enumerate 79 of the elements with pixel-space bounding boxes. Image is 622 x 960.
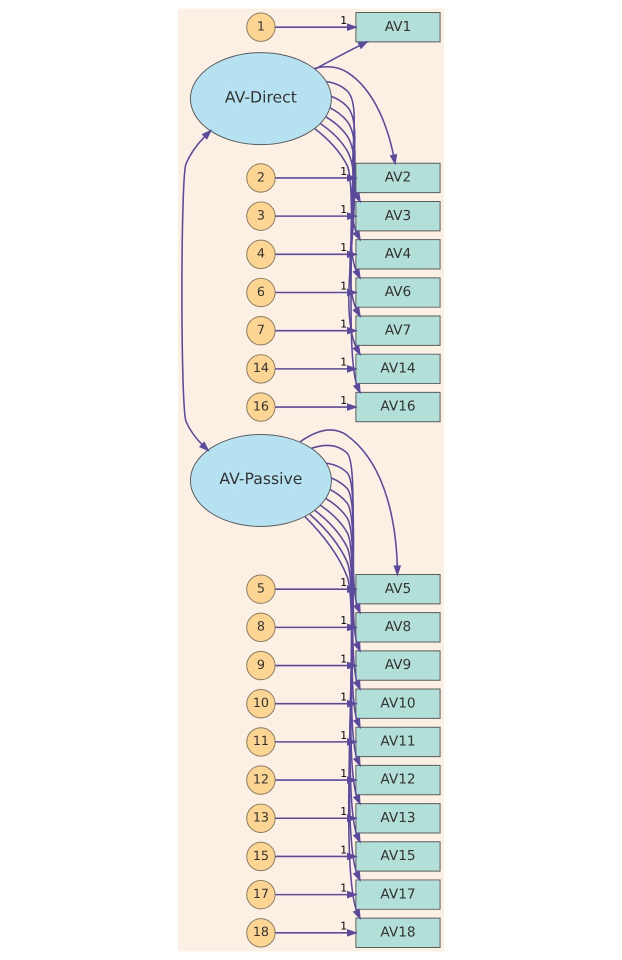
- arrow: [331, 96, 361, 242]
- arrow: [275, 890, 358, 898]
- arrow: [314, 128, 361, 394]
- node-circle: 15: [246, 842, 276, 872]
- arrow: [320, 122, 361, 356]
- edge-label: 1: [340, 690, 348, 704]
- edge-label: 1: [340, 241, 348, 254]
- node-circle: 6: [246, 278, 276, 308]
- node-box: AV6: [355, 277, 441, 308]
- edge-label: 1: [340, 14, 348, 28]
- node-circle: 8: [246, 612, 276, 642]
- edge-label: 1: [340, 356, 348, 369]
- edge-label: 1: [340, 203, 348, 216]
- node-ellipse: AV-Passive: [190, 434, 332, 527]
- node-box: AV1: [355, 12, 441, 42]
- edge-label: 1: [340, 766, 348, 780]
- node-circle: 13: [246, 804, 276, 833]
- edge-label: 1: [340, 614, 348, 628]
- node-box: AV17: [355, 879, 441, 910]
- edge-label: 1: [340, 805, 348, 818]
- arrow: [320, 504, 361, 806]
- node-box: AV18: [355, 918, 441, 948]
- edge-label: 1: [340, 394, 348, 407]
- node-circle: 7: [246, 316, 276, 346]
- arrow: [314, 510, 361, 844]
- edge-label: 1: [340, 652, 348, 666]
- edge-label: 1: [340, 843, 348, 856]
- node-box: AV5: [355, 574, 441, 604]
- node-circle: 12: [246, 765, 276, 795]
- node-circle: 16: [246, 392, 276, 422]
- arrow: [275, 403, 358, 411]
- arrow: [300, 429, 402, 576]
- edge-label: 1: [340, 164, 348, 178]
- node-circle: 2: [246, 163, 276, 193]
- edge-label: 1: [340, 318, 348, 331]
- node-box: AV10: [355, 688, 441, 719]
- node-circle: 18: [246, 918, 276, 948]
- arrow: [331, 477, 361, 692]
- node-circle: 1: [246, 12, 276, 42]
- node-box: AV12: [355, 764, 441, 796]
- node-box: AV15: [355, 841, 441, 872]
- node-box: AV3: [355, 200, 441, 232]
- arrow: [326, 80, 361, 204]
- arrow: [275, 23, 358, 32]
- arrow: [326, 462, 361, 653]
- node-box: AV9: [355, 650, 441, 681]
- arrow: [326, 498, 361, 768]
- arrow: [330, 107, 361, 280]
- arrow: [311, 444, 361, 615]
- node-circle: 4: [246, 240, 276, 270]
- node-box: AV13: [355, 803, 441, 834]
- node-circle: 5: [246, 574, 276, 604]
- node-box: AV16: [355, 392, 441, 422]
- node-ellipse: AV-Direct: [190, 52, 332, 146]
- arrow: [330, 488, 361, 730]
- arrow: [304, 516, 361, 920]
- node-circle: 11: [246, 727, 276, 757]
- node-box: AV2: [355, 162, 441, 194]
- node-box: AV4: [355, 239, 441, 270]
- node-circle: 3: [246, 201, 276, 231]
- edge-label: 1: [340, 279, 348, 292]
- arrow: [275, 928, 358, 937]
- node-box: AV7: [355, 316, 441, 346]
- edge-label: 1: [340, 882, 348, 894]
- arrow: [314, 66, 398, 166]
- node-circle: 14: [246, 354, 276, 384]
- arrow: [309, 514, 361, 882]
- node-box: AV11: [355, 726, 441, 758]
- node-circle: 17: [246, 880, 276, 910]
- node-circle: 10: [246, 689, 276, 718]
- edge-label: 1: [340, 728, 348, 742]
- node-circle: 9: [246, 650, 276, 680]
- arrow: [181, 129, 212, 452]
- edge-label: 1: [340, 920, 348, 933]
- arrow: [275, 365, 358, 373]
- arrow: [326, 116, 361, 318]
- node-box: AV8: [355, 612, 441, 643]
- arrow: [314, 40, 369, 70]
- node-box: AV14: [355, 354, 441, 384]
